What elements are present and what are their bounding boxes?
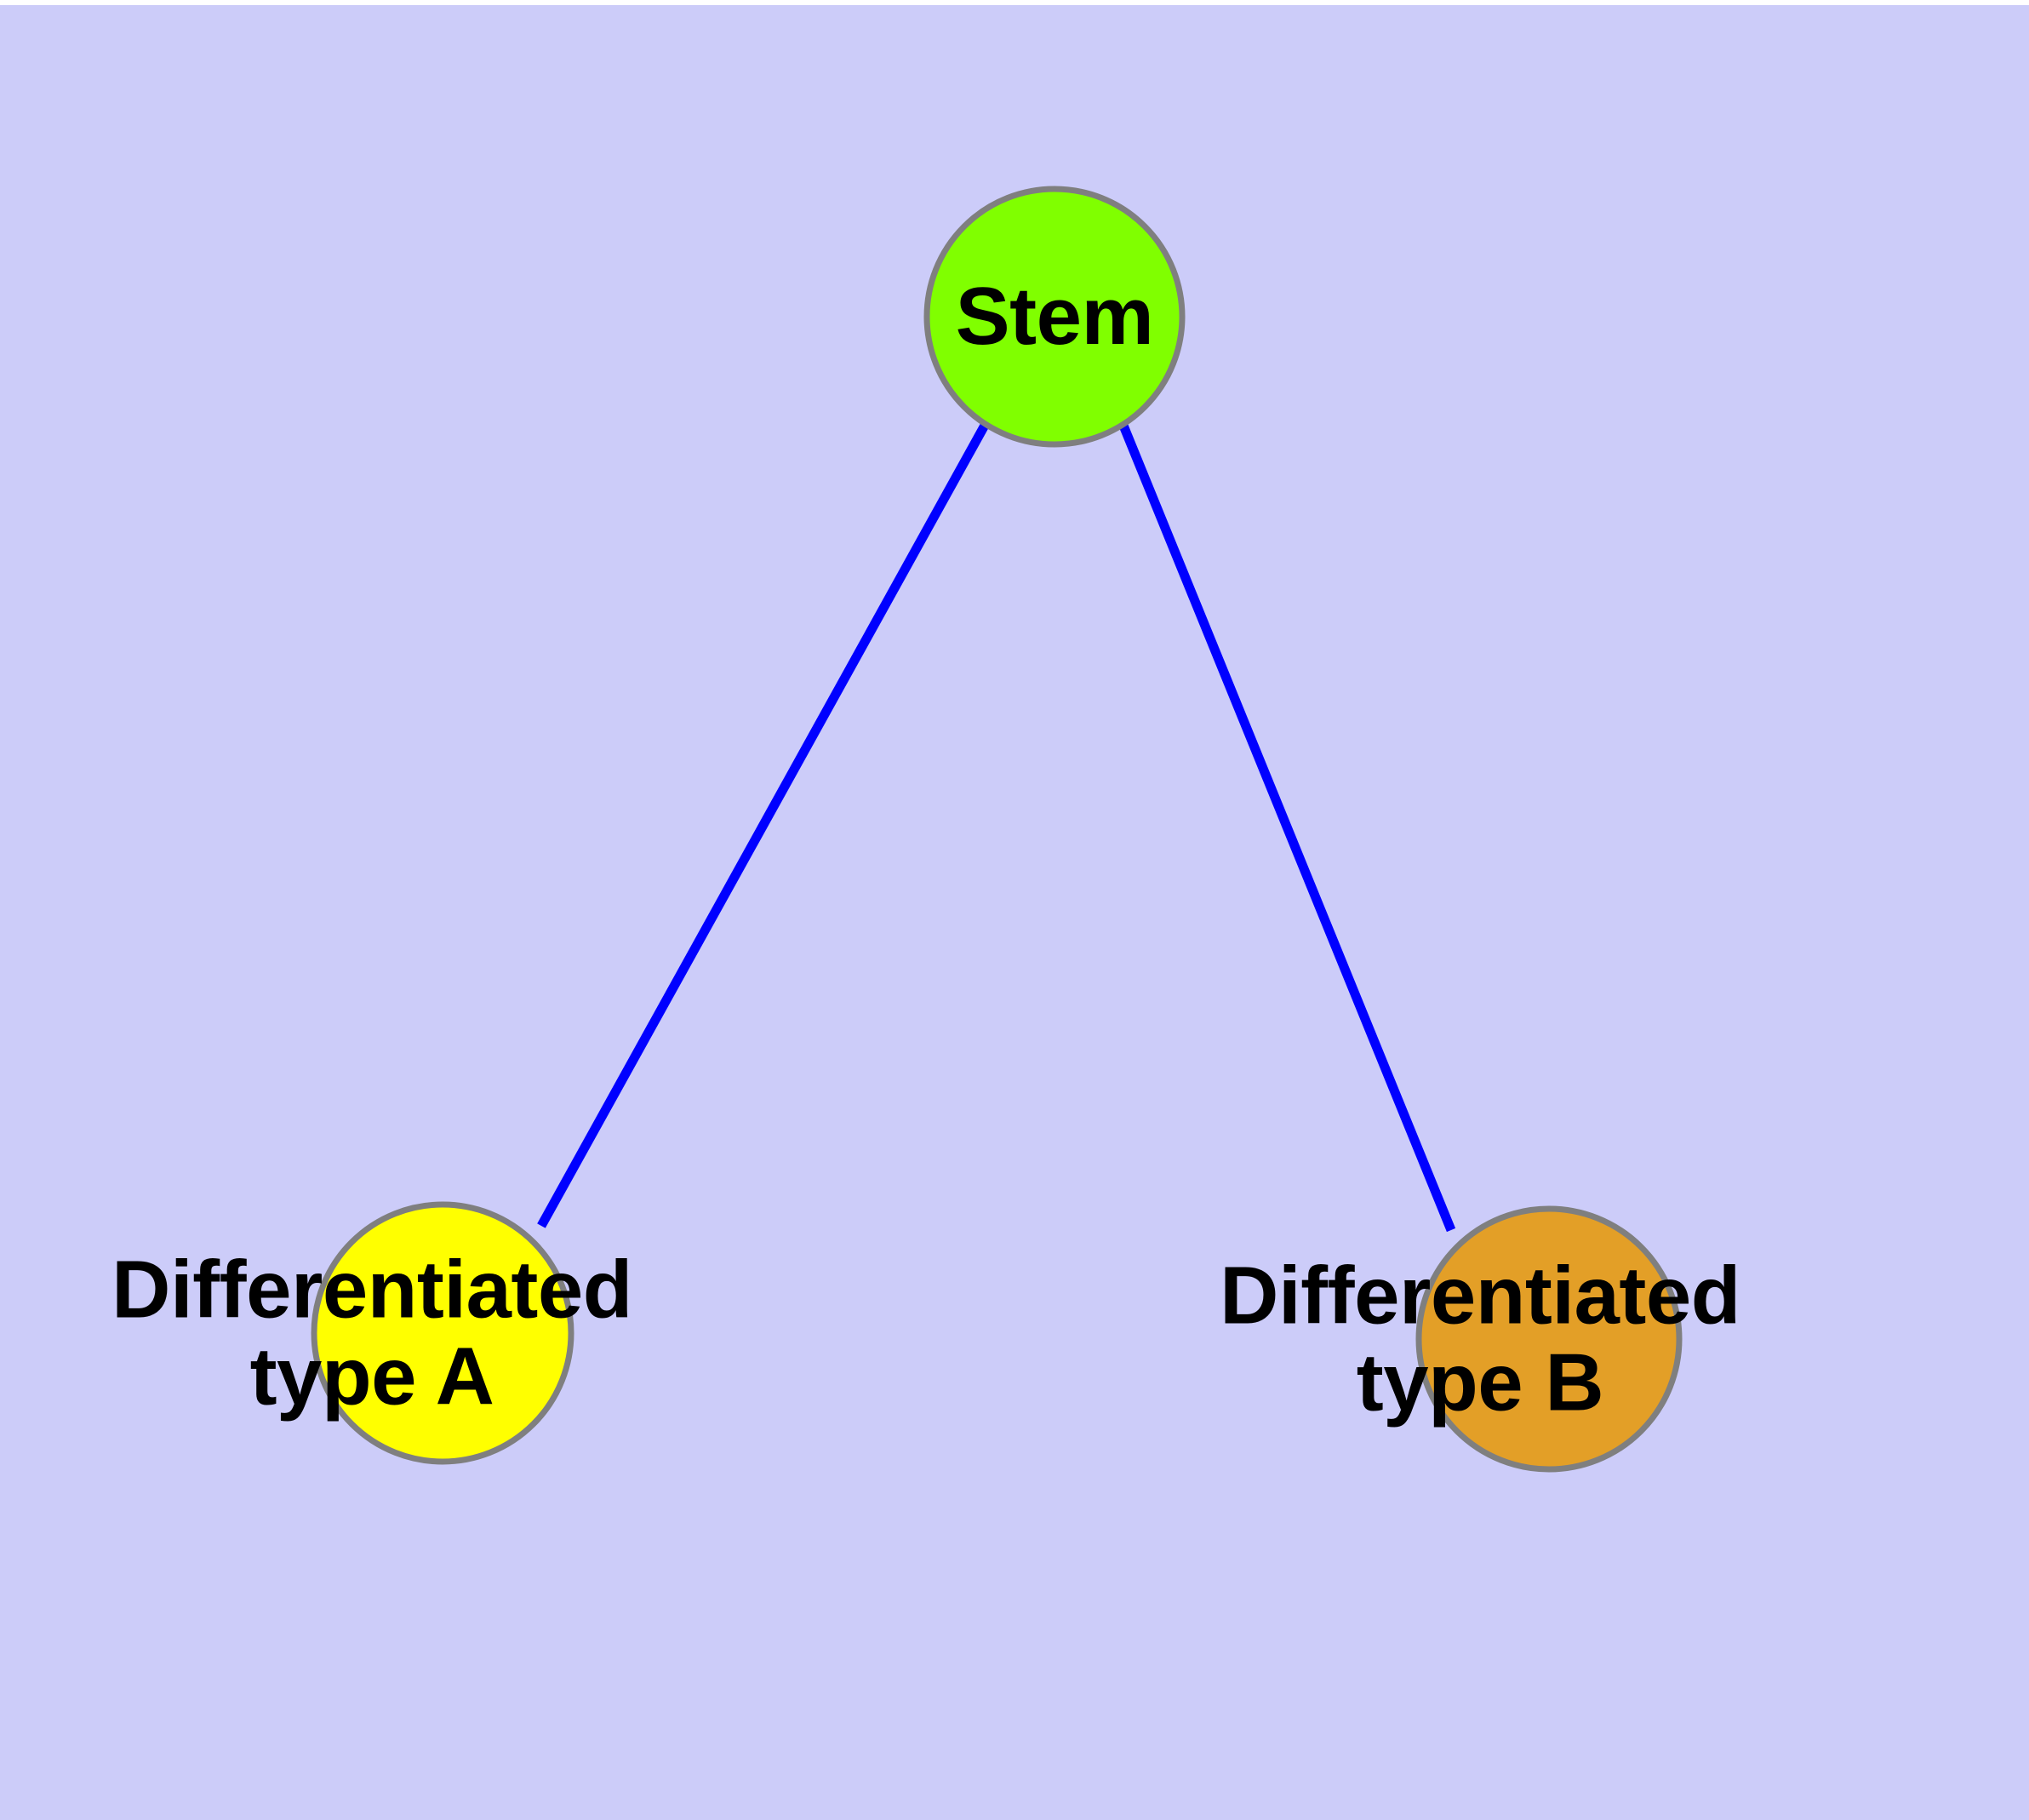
edge-group xyxy=(537,419,1456,1233)
edge-stem-to-differentiated-type-a[interactable] xyxy=(537,420,991,1228)
node-stem[interactable] xyxy=(923,186,1186,448)
node-group xyxy=(311,186,1683,1473)
node-differentiated-type-b[interactable] xyxy=(1415,1205,1683,1473)
node-differentiated-type-a[interactable] xyxy=(311,1201,574,1465)
edge-stem-to-differentiated-type-b[interactable] xyxy=(1117,419,1456,1233)
